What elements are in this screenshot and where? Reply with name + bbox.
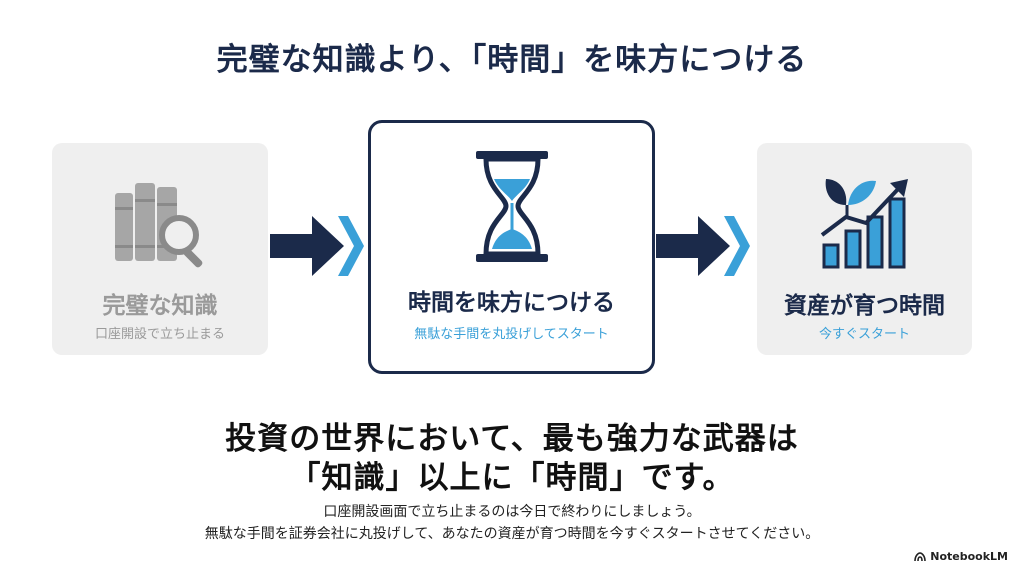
growth-chart-icon <box>820 179 908 269</box>
card-subtitle: 今すぐスタート <box>818 327 910 342</box>
card-title: 資産が育つ時間 <box>784 293 945 319</box>
headline-line-2: 「知識」以上に「時間」です。 <box>289 460 735 496</box>
hourglass-icon <box>475 151 548 262</box>
arrow-right-icon <box>270 216 364 276</box>
card-title: 時間を味方につける <box>408 290 615 316</box>
brand-label: NotebookLM <box>930 550 1008 563</box>
arrow-right-icon <box>656 216 750 276</box>
page-title: 完璧な知識より、「時間」を味方につける <box>216 42 808 78</box>
body-line-2: 無駄な手間を証券会社に丸投げして、あなたの資産が育つ時間を今すぐスタートさせてく… <box>204 526 820 542</box>
notebooklm-logo-icon <box>914 551 927 561</box>
card-perfect-knowledge: 完璧な知識 口座開設で立ち止まる <box>52 143 268 355</box>
card-subtitle: 無駄な手間を丸投げしてスタート <box>414 327 609 342</box>
card-subtitle: 口座開設で立ち止まる <box>94 327 225 342</box>
card-make-time-ally: 時間を味方につける 無駄な手間を丸投げしてスタート <box>368 120 655 374</box>
books-magnifier-icon <box>115 183 203 268</box>
card-title: 完璧な知識 <box>102 293 218 319</box>
headline-line-1: 投資の世界において、最も強力な武器は <box>225 421 799 457</box>
card-asset-growth-time: 資産が育つ時間 今すぐスタート <box>757 143 972 355</box>
brand-watermark: NotebookLM <box>914 550 1008 563</box>
body-line-1: 口座開設画面で立ち止まるのは今日で終わりにしましょう。 <box>323 504 701 520</box>
